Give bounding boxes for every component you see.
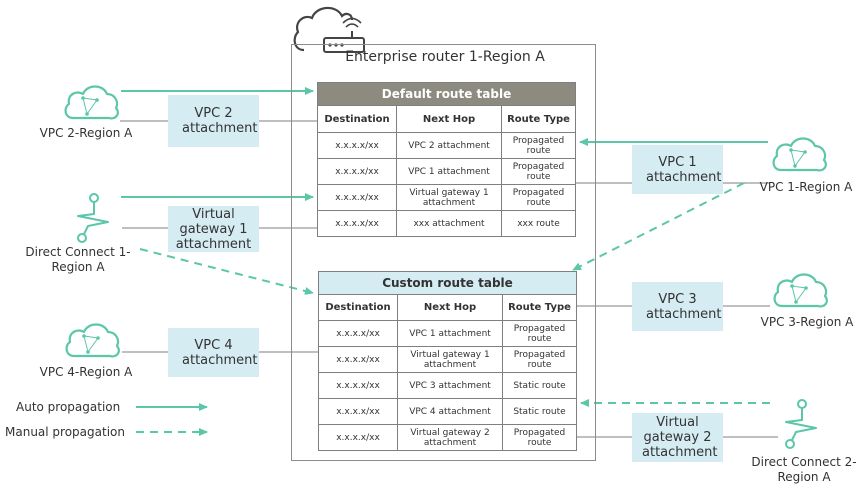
vpc-cloud-icon	[64, 85, 119, 120]
next-hop-cell: VPC 1 attachment	[397, 320, 503, 347]
route-type-cell: Propagated route	[502, 320, 577, 347]
destination-cell: x.x.x.x/xx	[317, 158, 397, 185]
vpc1-label: VPC 1-Region A	[759, 180, 853, 194]
vpc1-attachment-box: VPC 1 attachment	[632, 145, 723, 194]
column-header: Destination	[317, 105, 397, 133]
column-header: Destination	[318, 294, 398, 321]
table-row: x.x.x.x/xx VPC 1 attachment Propagated r…	[317, 158, 576, 185]
column-header: Next Hop	[397, 294, 503, 321]
vgw2-attachment-box: Virtual gateway 2 attachment	[632, 413, 723, 462]
vpc4-attachment-box: VPC 4 attachment	[168, 328, 259, 377]
column-header: Route Type	[501, 105, 576, 133]
next-hop-cell: xxx attachment	[396, 210, 502, 237]
table-row: x.x.x.x/xx VPC 3 attachment Static route	[318, 372, 577, 399]
table-row: x.x.x.x/xx VPC 2 attachment Propagated r…	[317, 132, 576, 159]
default-table-title: Default route table	[317, 82, 576, 106]
table-row: x.x.x.x/xx VPC 1 attachment Propagated r…	[318, 320, 577, 347]
next-hop-cell: VPC 3 attachment	[397, 372, 503, 399]
vpc4-label: VPC 4-Region A	[39, 365, 133, 379]
destination-cell: x.x.x.x/xx	[318, 320, 398, 347]
router-cloud-icon	[293, 6, 365, 53]
route-type-cell: xxx route	[501, 210, 576, 237]
next-hop-cell: VPC 2 attachment	[396, 132, 502, 159]
vpc-cloud-icon	[65, 323, 120, 358]
table-row: x.x.x.x/xx Virtual gateway 1 attachment …	[317, 184, 576, 211]
table-row: x.x.x.x/xx Virtual gateway 1 attachment …	[318, 346, 577, 373]
route-type-cell: Propagated route	[501, 158, 576, 185]
column-header: Route Type	[502, 294, 577, 321]
attachment-lines	[120, 120, 778, 438]
vpc-cloud-icon	[772, 137, 827, 172]
destination-cell: x.x.x.x/xx	[318, 372, 398, 399]
route-type-cell: Static route	[502, 398, 577, 425]
next-hop-cell: Virtual gateway 1 attachment	[397, 346, 503, 373]
vpc-cloud-icon	[773, 273, 828, 308]
column-header: Next Hop	[396, 105, 502, 133]
arrow-dc1-custom	[139, 248, 314, 295]
vpc3-label: VPC 3-Region A	[760, 315, 854, 329]
vgw1-attachment-box: Virtual gateway 1 attachment	[168, 206, 259, 252]
vpc2-attachment-box: VPC 2 attachment	[168, 95, 259, 147]
destination-cell: x.x.x.x/xx	[318, 398, 398, 425]
route-type-cell: Propagated route	[501, 184, 576, 211]
legend-auto-label: Auto propagation	[16, 400, 121, 414]
route-type-cell: Static route	[502, 372, 577, 399]
table-row: x.x.x.x/xx Virtual gateway 2 attachment …	[318, 424, 577, 451]
next-hop-cell: VPC 1 attachment	[396, 158, 502, 185]
destination-cell: x.x.x.x/xx	[318, 424, 398, 451]
vpc3-attachment-box: VPC 3 attachment	[632, 282, 723, 331]
custom-table-title: Custom route table	[318, 271, 577, 295]
arrow-vpc1-custom	[572, 182, 745, 271]
route-type-cell: Propagated route	[502, 346, 577, 373]
legend-manual-label: Manual propagation	[5, 425, 125, 439]
destination-cell: x.x.x.x/xx	[317, 132, 397, 159]
destination-cell: x.x.x.x/xx	[317, 184, 397, 211]
custom-route-table: Custom route table Destination Next Hop …	[318, 271, 577, 451]
destination-cell: x.x.x.x/xx	[317, 210, 397, 237]
table-row: x.x.x.x/xx VPC 4 attachment Static route	[318, 398, 577, 425]
vpc2-label: VPC 2-Region A	[39, 126, 133, 140]
table-row: x.x.x.x/xx xxx attachment xxx route	[317, 210, 576, 237]
enterprise-router-box	[291, 44, 596, 461]
next-hop-cell: VPC 4 attachment	[397, 398, 503, 425]
default-route-table: Default route table Destination Next Hop…	[317, 82, 576, 237]
next-hop-cell: Virtual gateway 1 attachment	[396, 184, 502, 211]
router-title: Enterprise router 1-Region A	[345, 49, 545, 65]
dc2-label: Direct Connect 2-Region A	[751, 455, 857, 484]
destination-cell: x.x.x.x/xx	[318, 346, 398, 373]
manual-propagation-arrows	[136, 182, 770, 436]
auto-propagation-arrows	[121, 87, 768, 411]
next-hop-cell: Virtual gateway 2 attachment	[397, 424, 503, 451]
route-type-cell: Propagated route	[501, 132, 576, 159]
direct-connect-icon	[785, 399, 817, 449]
direct-connect-icon	[77, 193, 109, 243]
dc1-label: Direct Connect 1-Region A	[25, 245, 131, 274]
route-type-cell: Propagated route	[502, 424, 577, 451]
